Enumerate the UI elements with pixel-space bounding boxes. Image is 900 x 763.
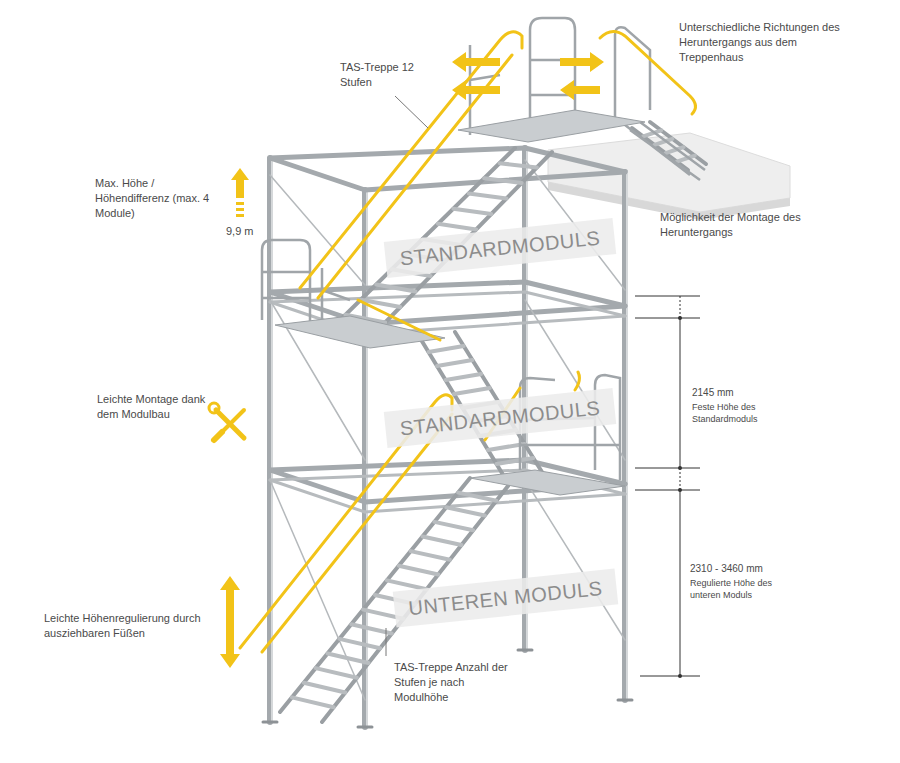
foot-plate bbox=[358, 726, 372, 729]
step bbox=[399, 566, 439, 575]
beam bbox=[365, 172, 625, 190]
step bbox=[304, 683, 346, 693]
foot-plate bbox=[518, 649, 532, 652]
step bbox=[446, 374, 482, 380]
stringer bbox=[650, 122, 706, 164]
callout-label: Max. Höhe / Höhendifferenz (max. 4 Modul… bbox=[95, 176, 220, 221]
step bbox=[437, 360, 472, 366]
callout-label: Feste Höhe des Standardmoduls bbox=[692, 401, 802, 425]
adjust-arrow bbox=[220, 576, 240, 668]
beam bbox=[525, 148, 625, 172]
handrails bbox=[240, 31, 696, 652]
brace bbox=[525, 480, 625, 640]
module-band: STANDARDMODULS bbox=[384, 218, 617, 278]
tool-icon bbox=[209, 403, 244, 440]
step bbox=[454, 388, 490, 394]
callout-label: Möglichkeit der Montage des Heruntergang… bbox=[660, 210, 825, 240]
dimension-ticks bbox=[678, 316, 682, 678]
step bbox=[438, 224, 476, 230]
callout-label: TAS-Treppe Anzahl der Stufen je nach Mod… bbox=[394, 660, 514, 705]
beam bbox=[270, 460, 525, 470]
band-text: UNTEREN MODULS bbox=[407, 576, 603, 619]
foot-plate bbox=[263, 721, 277, 724]
step bbox=[446, 507, 485, 515]
step bbox=[423, 537, 462, 546]
callout-label: Leichte Höhenregulierung durch ausziehba… bbox=[44, 611, 214, 641]
post-highlight bbox=[626, 172, 628, 700]
module-band: STANDARDMODULS bbox=[384, 388, 617, 448]
gratings bbox=[275, 110, 645, 495]
beam-lower bbox=[525, 292, 625, 316]
callout-label: 2310 - 3460 mm bbox=[690, 562, 800, 576]
step bbox=[376, 285, 415, 292]
beam bbox=[270, 282, 525, 292]
stringer bbox=[632, 128, 688, 170]
step bbox=[316, 668, 357, 678]
direction-arrows bbox=[452, 52, 604, 100]
step bbox=[429, 346, 464, 352]
band-text: STANDARDMODULS bbox=[399, 396, 601, 440]
foot-plate bbox=[618, 699, 632, 702]
height-arrow bbox=[231, 168, 249, 217]
post bbox=[622, 172, 628, 700]
railings bbox=[262, 18, 705, 480]
beam bbox=[270, 158, 365, 190]
stairs bbox=[280, 122, 706, 722]
callout-label: Leichte Montage dank dem Modulbau bbox=[97, 392, 212, 422]
step bbox=[458, 493, 496, 501]
module-band: UNTEREN MODULS bbox=[392, 568, 618, 627]
step bbox=[434, 522, 473, 530]
step bbox=[469, 194, 507, 199]
step bbox=[497, 458, 534, 464]
callout-label: 2145 mm bbox=[692, 386, 782, 400]
dimension-lines bbox=[635, 296, 700, 676]
beam bbox=[270, 148, 525, 158]
step bbox=[453, 209, 491, 214]
step bbox=[328, 654, 369, 664]
step bbox=[500, 163, 537, 167]
step bbox=[339, 639, 380, 648]
leader-lines bbox=[386, 96, 428, 656]
step bbox=[411, 551, 450, 560]
step bbox=[292, 697, 334, 707]
callout-label: Regulierte Höhe des unteren Moduls bbox=[690, 577, 800, 601]
beam bbox=[525, 282, 625, 306]
callout-label: TAS-Treppe 12 Stufen bbox=[340, 60, 420, 90]
callout-label: Unterschiedliche Richtungen des Herunter… bbox=[679, 20, 854, 65]
callout-label: 9,9 m bbox=[226, 224, 266, 239]
step bbox=[484, 178, 522, 183]
frame bbox=[263, 148, 632, 727]
